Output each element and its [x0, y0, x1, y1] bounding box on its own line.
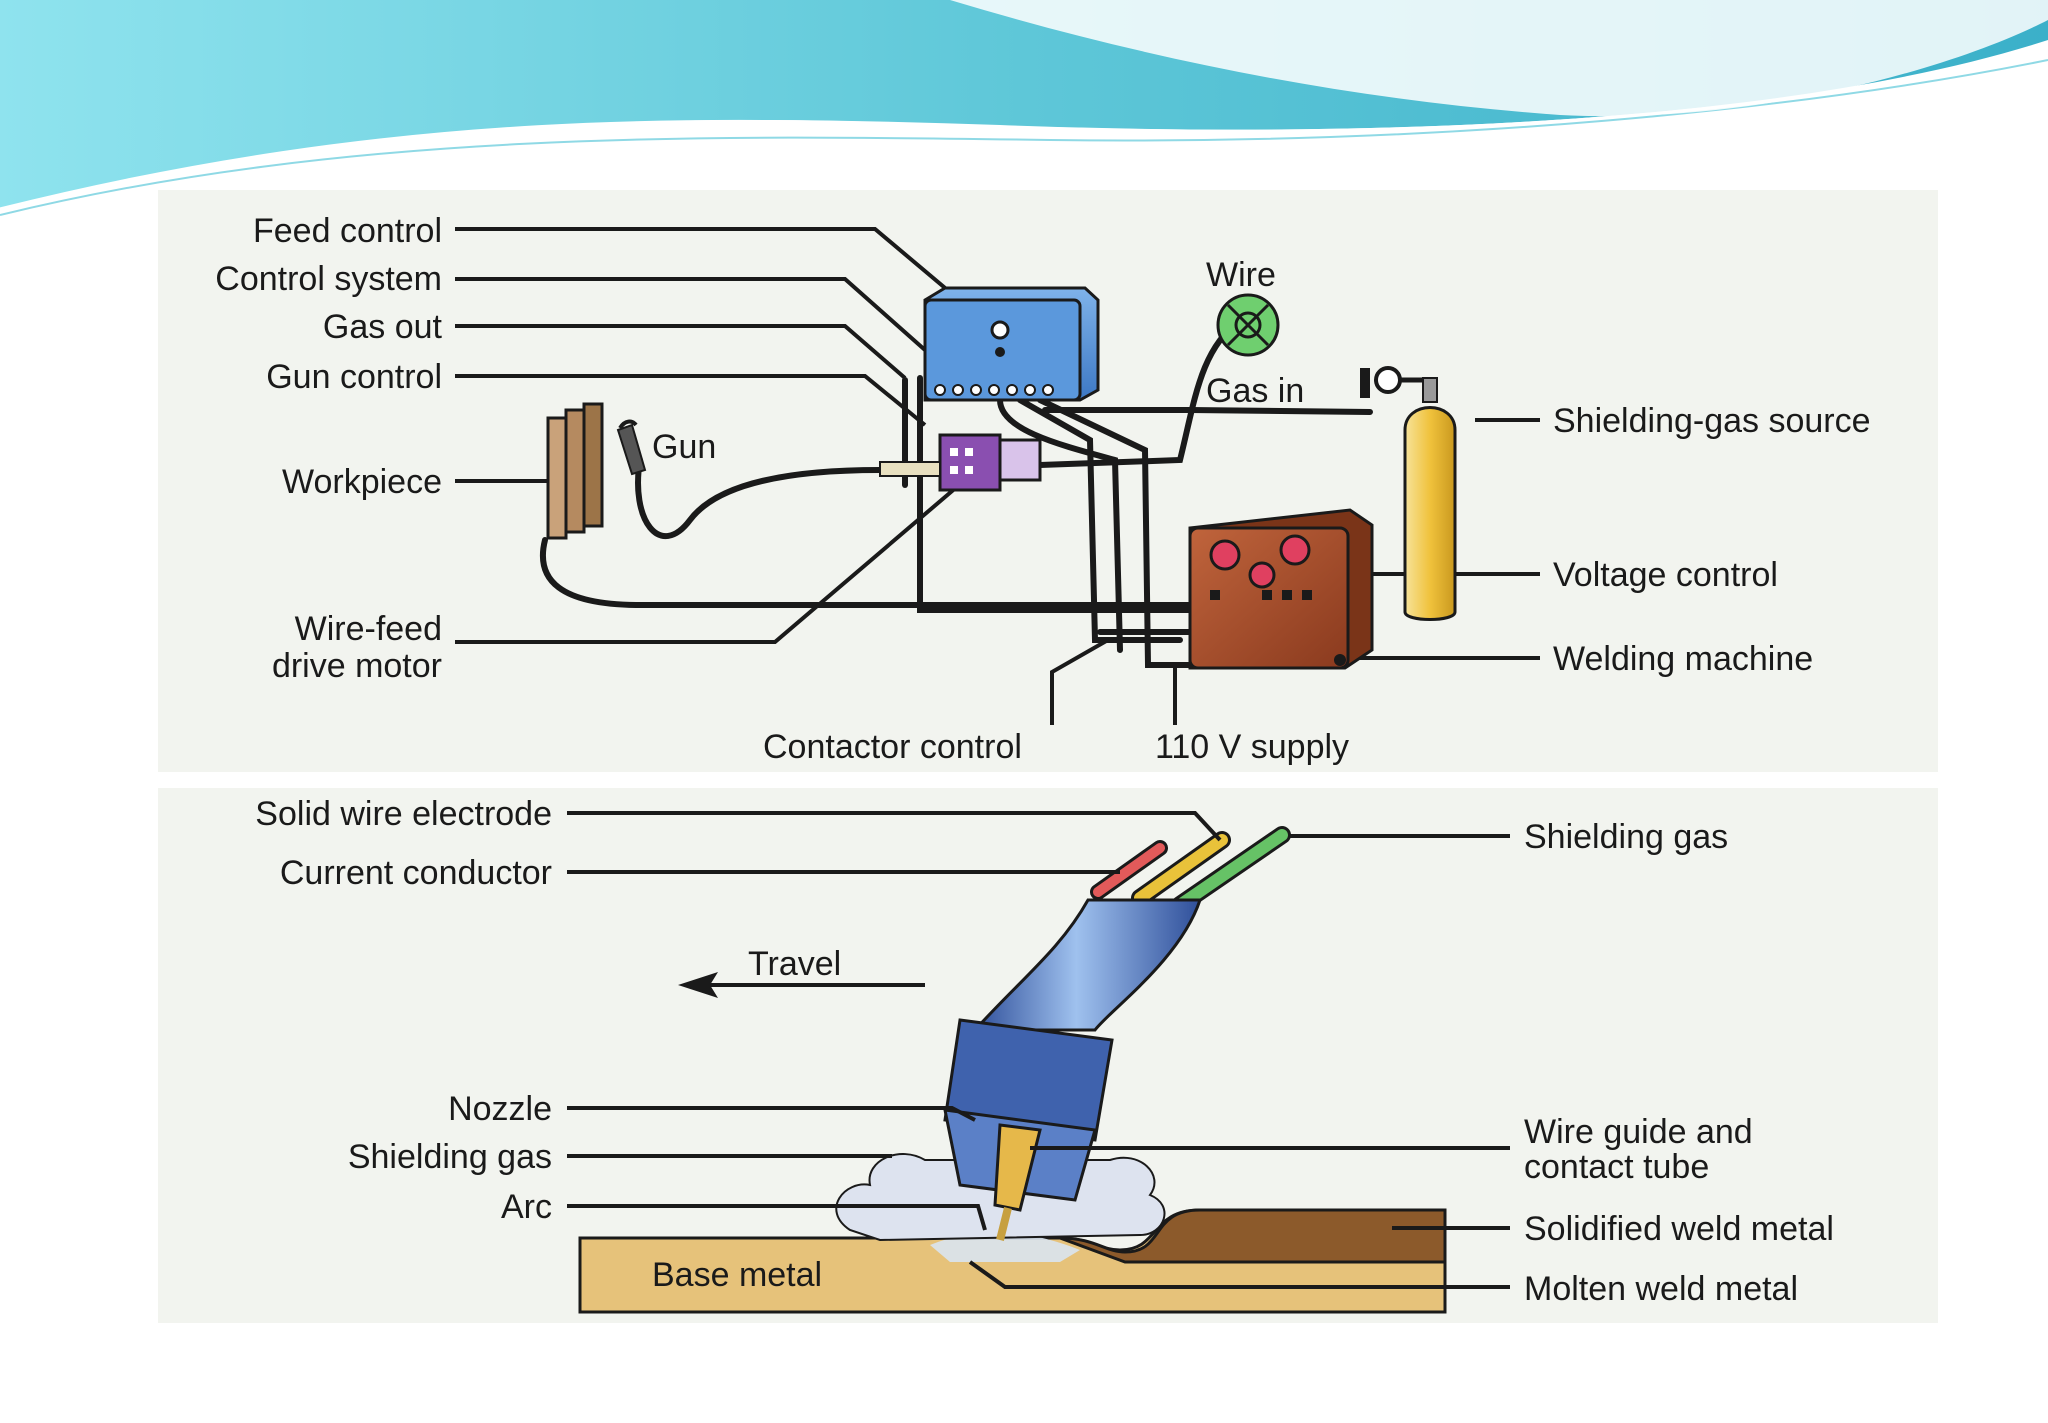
label-wire-feed-2: drive motor	[272, 647, 442, 685]
label-wire-guide-1: Wire guide and	[1524, 1113, 1753, 1151]
label-110v-supply: 110 V supply	[1155, 728, 1349, 766]
welding-machine	[1188, 508, 1374, 670]
label-base-metal: Base metal	[652, 1256, 822, 1294]
label-gas-out: Gas out	[323, 308, 443, 346]
gas-cylinder	[1403, 377, 1457, 621]
label-feed-control: Feed control	[253, 212, 442, 250]
label-wire-guide-2: contact tube	[1524, 1148, 1709, 1186]
label-wire-feed-1: Wire-feed	[295, 610, 442, 648]
label-gun: Gun	[652, 428, 716, 466]
label-shielding-gas-top: Shielding gas	[1524, 818, 1728, 856]
label-molten-weld-metal: Molten weld metal	[1524, 1270, 1798, 1308]
label-contactor-control: Contactor control	[763, 728, 1022, 766]
label-solid-wire-electrode: Solid wire electrode	[255, 795, 552, 833]
wire-spool-icon	[1216, 293, 1280, 357]
welding-torch	[943, 898, 1203, 1241]
label-travel: Travel	[748, 945, 841, 983]
label-voltage-control: Voltage control	[1553, 556, 1778, 594]
label-solidified-weld-metal: Solidified weld metal	[1524, 1210, 1834, 1248]
label-gas-in: Gas in	[1206, 372, 1304, 410]
workpiece	[546, 402, 604, 540]
label-arc: Arc	[501, 1188, 552, 1226]
bottom-leader-lines	[567, 811, 1510, 1289]
gun-icon	[616, 419, 647, 476]
torch-cables	[1090, 826, 1291, 914]
control-box	[923, 286, 1100, 402]
travel-arrow	[678, 972, 925, 998]
label-control-system: Control system	[215, 260, 442, 298]
label-shielding-gas: Shielding gas	[348, 1138, 552, 1176]
label-gun-control: Gun control	[266, 358, 442, 396]
label-shielding-gas-source: Shielding-gas source	[1553, 402, 1871, 440]
label-nozzle: Nozzle	[448, 1090, 552, 1128]
label-welding-machine: Welding machine	[1553, 640, 1813, 678]
wire-feed-motor	[879, 433, 1042, 492]
label-current-conductor: Current conductor	[280, 854, 552, 892]
header-wave	[0, 0, 2048, 216]
label-wire: Wire	[1206, 256, 1276, 294]
label-workpiece: Workpiece	[282, 463, 442, 501]
